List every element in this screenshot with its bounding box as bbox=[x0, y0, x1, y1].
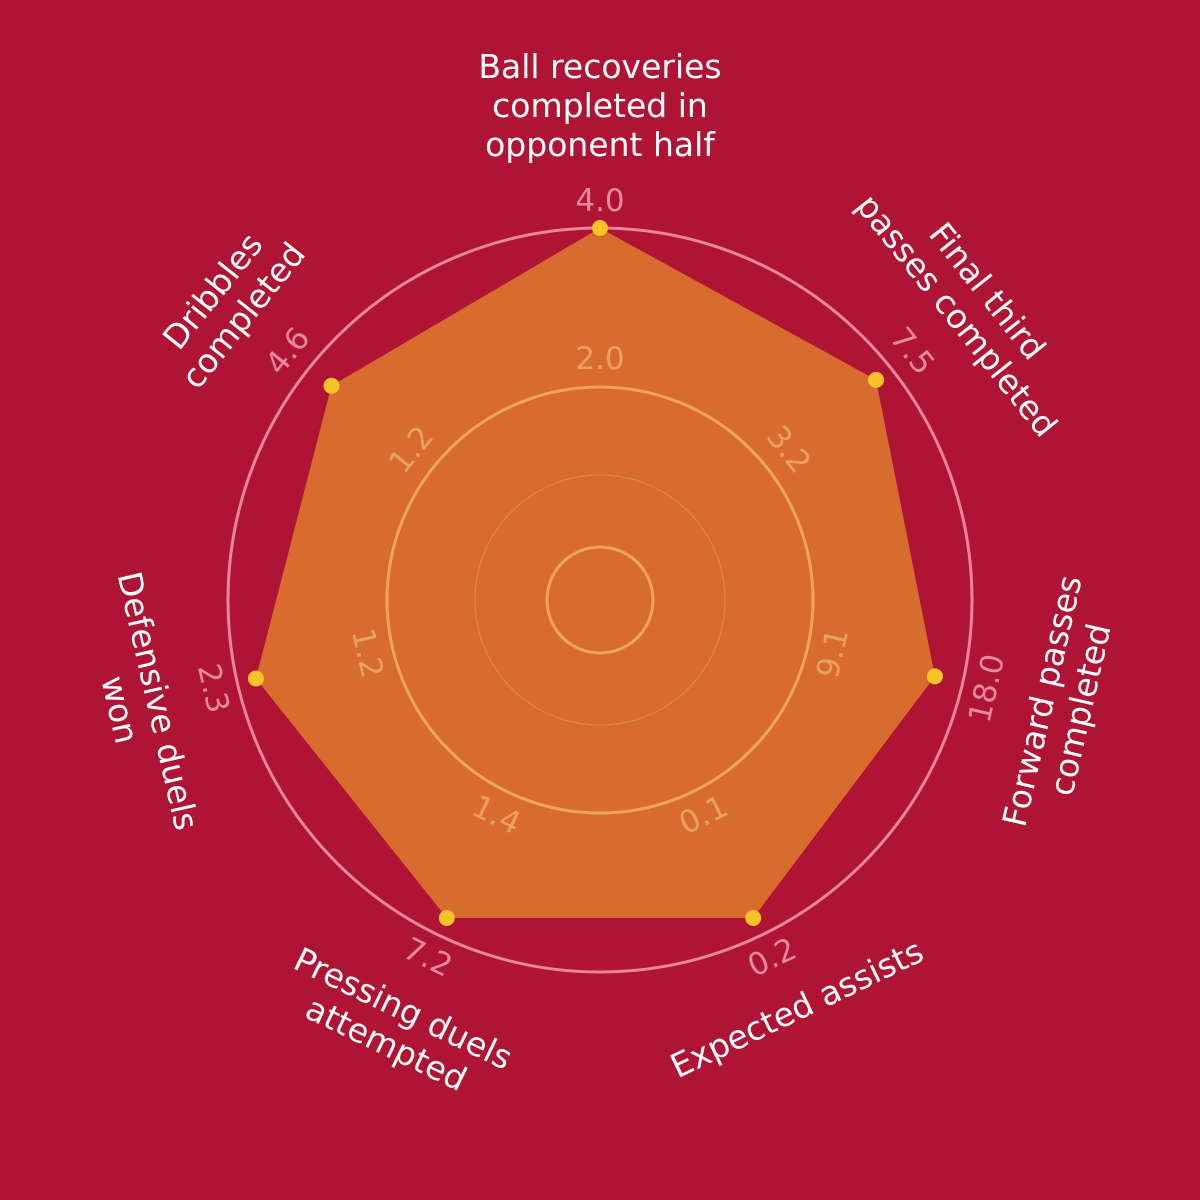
data-point bbox=[745, 910, 762, 926]
axis-label: Final thirdpasses completed bbox=[849, 162, 1096, 444]
mid-ring bbox=[385, 385, 815, 815]
max-tick-label: 18.0 bbox=[961, 651, 1011, 726]
data-point bbox=[323, 377, 340, 394]
data-point bbox=[247, 670, 264, 687]
axis-label: Forward passescompleted bbox=[994, 572, 1127, 839]
max-tick-label: 7.5 bbox=[883, 320, 942, 381]
center-ring bbox=[545, 545, 655, 655]
data-point bbox=[868, 371, 884, 388]
grid-ring-inner bbox=[474, 474, 726, 726]
radar-area bbox=[255, 228, 935, 918]
axis-label: Defensive duelswon bbox=[72, 568, 207, 843]
max-tick-label: 4.0 bbox=[575, 183, 624, 219]
mid-tick-label: 2.0 bbox=[575, 341, 624, 377]
max-tick-label: 4.6 bbox=[258, 320, 317, 381]
data-point bbox=[926, 668, 943, 685]
data-point bbox=[592, 220, 608, 236]
data-point bbox=[438, 910, 455, 926]
data-area bbox=[247, 220, 943, 926]
max-tick-label: 2.3 bbox=[190, 660, 236, 716]
axis-label: Pressing duelsattempted bbox=[271, 939, 518, 1112]
